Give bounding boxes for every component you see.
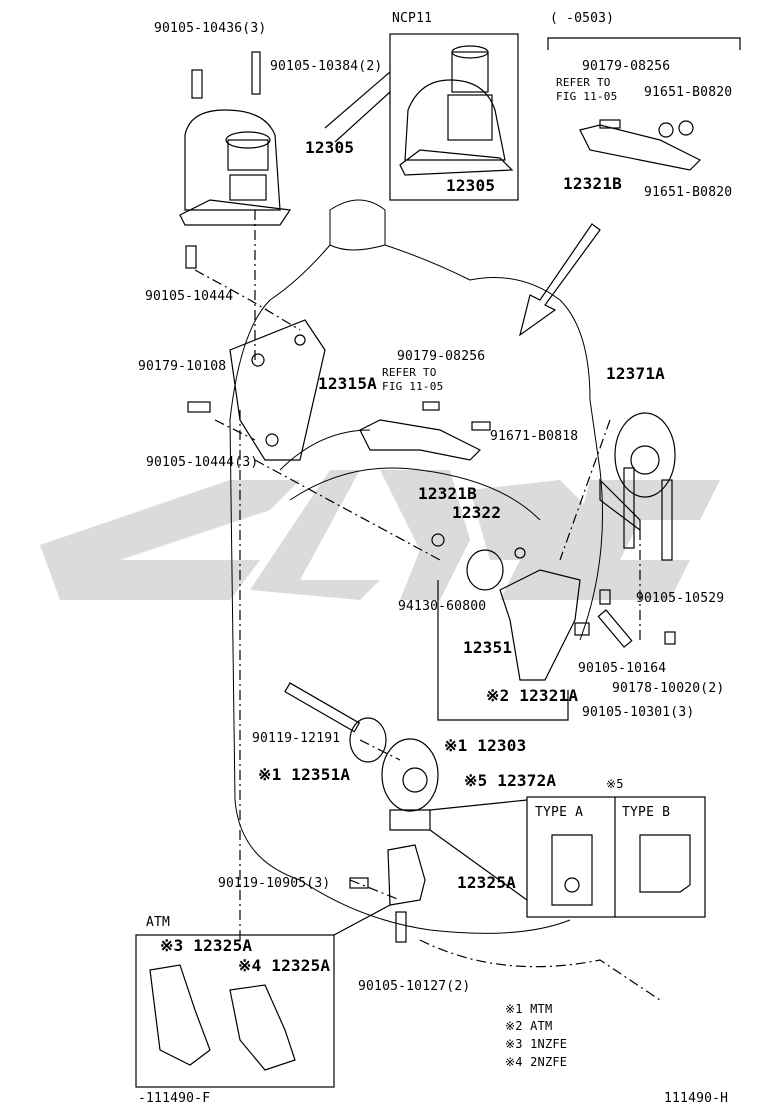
- engine-outline: [229, 199, 603, 934]
- label-center-fig: FIG 11-05: [382, 380, 444, 393]
- part-12351: [466, 549, 504, 591]
- label-type-a: TYPE A: [535, 805, 584, 820]
- type-b-shape: [639, 834, 691, 893]
- label-inset-12321B: 12321B: [563, 174, 622, 193]
- bracket-12315A: [229, 319, 326, 461]
- bracket-12321A: [499, 569, 581, 681]
- atm-bracket-3: [149, 964, 211, 1066]
- bracket-12321B-center: [359, 419, 482, 461]
- label-star5: ※5: [606, 777, 624, 791]
- leader-lines: [194, 210, 661, 1001]
- label-inset-b0820-b: 91651-B0820: [644, 185, 733, 200]
- label-nut-60800: 94130-60800: [398, 599, 487, 614]
- label-center-b0818: 91671-B0818: [490, 429, 579, 444]
- label-bolt-10436: 90105-10436(3): [154, 21, 267, 36]
- ncp11-frame: [389, 33, 519, 201]
- label-12321A: ※2 12321A: [486, 686, 579, 705]
- mount-12305: [179, 109, 292, 226]
- label-12325A: 12325A: [457, 873, 516, 892]
- label-bolt-12191: 90119-12191: [252, 731, 341, 746]
- label-bolt-10164: 90105-10164: [578, 661, 667, 676]
- label-nut-10108: 90179-10108: [138, 359, 227, 374]
- figure-code-left: -111490-F: [138, 1091, 211, 1106]
- label-12322: 12322: [452, 503, 502, 522]
- label-date-range: ( -0503): [550, 11, 615, 26]
- label-12372A: ※5 12372A: [464, 771, 557, 790]
- label-12371A: 12371A: [606, 364, 665, 383]
- label-bolt-10384: 90105-10384(2): [270, 59, 383, 74]
- figure-code-right: 111490-H: [664, 1091, 729, 1106]
- label-bolt-10127: 90105-10127(2): [358, 979, 471, 994]
- label-ncp11: NCP11: [392, 11, 433, 26]
- inset-bracket-frame: [547, 37, 741, 50]
- label-12305-ncp: 12305: [446, 176, 496, 195]
- label-bolt-10301: 90105-10301(3): [582, 705, 695, 720]
- label-inset-fig: FIG 11-05: [556, 90, 618, 103]
- label-inset-b0820-a: 91651-B0820: [644, 85, 733, 100]
- label-nut-10020: 90178-10020(2): [612, 681, 725, 696]
- label-12305: 12305: [305, 138, 355, 157]
- label-inset-08256: 90179-08256: [582, 59, 671, 74]
- atm-frame: [135, 934, 335, 1088]
- label-bolt-10905: 90119-10905(3): [218, 876, 331, 891]
- label-12303: ※1 12303: [444, 736, 527, 755]
- legend-1: ※1 MTM: [505, 1002, 553, 1016]
- label-atm: ATM: [146, 915, 171, 930]
- bracket-12325A: [387, 844, 426, 906]
- label-12351A: ※1 12351A: [258, 765, 351, 784]
- label-bolt-10444: 90105-10444: [145, 289, 234, 304]
- part-12351A: [349, 717, 387, 763]
- label-12351: 12351: [463, 638, 513, 657]
- label-center-refer: REFER TO: [382, 366, 437, 379]
- type-frame: [526, 796, 706, 918]
- watermark-logo: [40, 470, 720, 600]
- group-bracket: [437, 580, 569, 721]
- bracket-12321B-inset: [579, 124, 702, 171]
- label-bolt-10444-3: 90105-10444(3): [146, 455, 259, 470]
- direction-arrow: [519, 223, 601, 337]
- label-atm-12325A-3: ※3 12325A: [160, 936, 253, 955]
- mount-12305-ncp: [399, 45, 514, 176]
- mount-12371A: [599, 412, 676, 532]
- label-center-08256: 90179-08256: [397, 349, 486, 364]
- bolts: [185, 51, 676, 943]
- atm-bracket-4: [229, 984, 296, 1071]
- legend-2: ※2 ATM: [505, 1019, 553, 1033]
- label-bolt-10529: 90105-10529: [636, 591, 725, 606]
- legend-3: ※3 1NZFE: [505, 1037, 568, 1051]
- label-type-b: TYPE B: [622, 805, 671, 820]
- legend-4: ※4 2NZFE: [505, 1055, 568, 1069]
- label-12315A: 12315A: [318, 374, 377, 393]
- label-atm-12325A-4: ※4 12325A: [238, 956, 331, 975]
- label-inset-refer: REFER TO: [556, 76, 611, 89]
- type-a-shape: [551, 834, 593, 906]
- label-center-12321B: 12321B: [418, 484, 477, 503]
- mount-12372A: [381, 738, 439, 831]
